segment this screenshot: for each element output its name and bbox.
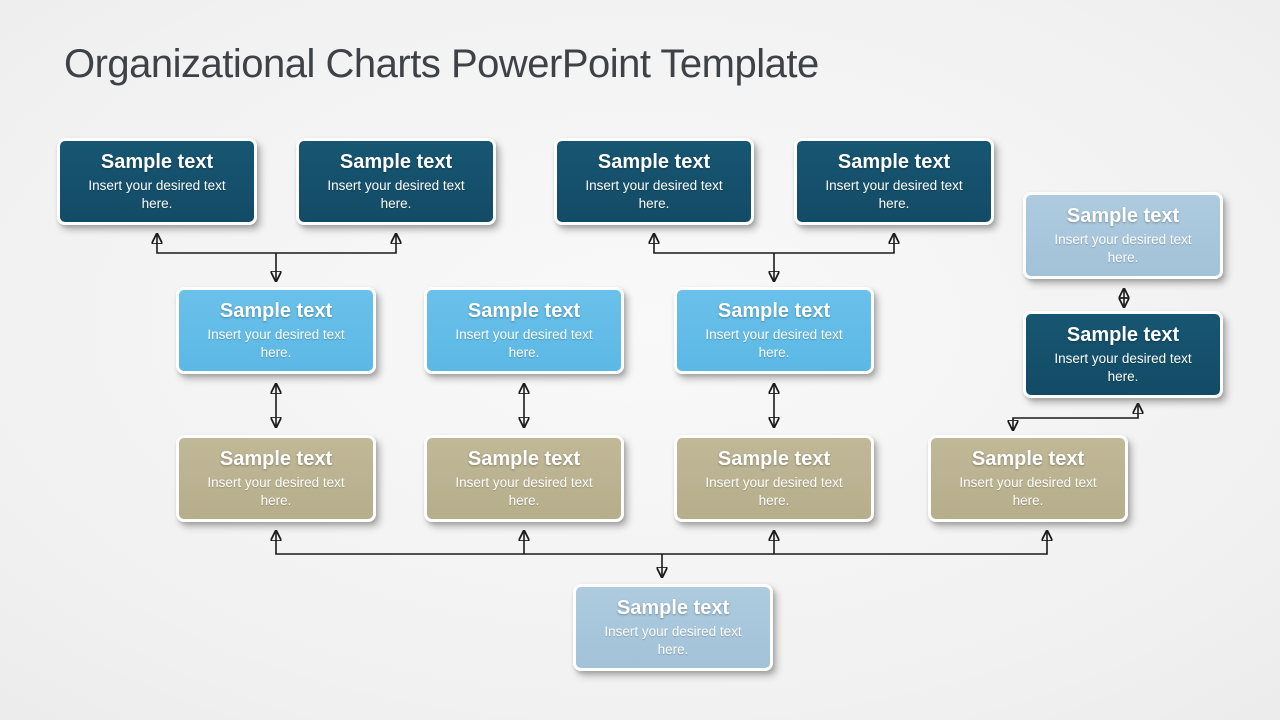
node-body: Insert your desired text here.	[1054, 231, 1192, 265]
node-heading: Sample text	[339, 150, 453, 173]
node-body: Insert your desired text here.	[705, 474, 843, 508]
org-node-low-2: Sample text Insert your desired text her…	[424, 435, 624, 522]
org-node-mid-3: Sample text Insert your desired text her…	[674, 287, 874, 374]
node-body: Insert your desired text here.	[604, 623, 742, 657]
node-body: Insert your desired text here.	[88, 177, 226, 211]
node-heading: Sample text	[219, 299, 333, 322]
org-node-right-upper: Sample text Insert your desired text her…	[1023, 192, 1223, 279]
org-node-bottom-1: Sample text Insert your desired text her…	[573, 584, 773, 671]
node-heading: Sample text	[616, 596, 730, 619]
org-node-right-lower: Sample text Insert your desired text her…	[1023, 311, 1223, 398]
node-heading: Sample text	[837, 150, 951, 173]
node-body: Insert your desired text here.	[1054, 350, 1192, 384]
node-body: Insert your desired text here.	[455, 326, 593, 360]
connector-top-right-bracket	[654, 234, 894, 254]
org-node-low-4: Sample text Insert your desired text her…	[928, 435, 1128, 522]
org-node-top-1: Sample text Insert your desired text her…	[57, 138, 257, 225]
node-body: Insert your desired text here.	[585, 177, 723, 211]
node-heading: Sample text	[1066, 204, 1180, 227]
node-body: Insert your desired text here.	[825, 177, 963, 211]
org-node-top-2: Sample text Insert your desired text her…	[296, 138, 496, 225]
node-heading: Sample text	[1066, 323, 1180, 346]
node-heading: Sample text	[597, 150, 711, 173]
node-body: Insert your desired text here.	[207, 474, 345, 508]
slide-title: Organizational Charts PowerPoint Templat…	[64, 42, 819, 86]
org-node-top-4: Sample text Insert your desired text her…	[794, 138, 994, 225]
node-heading: Sample text	[717, 447, 831, 470]
node-body: Insert your desired text here.	[327, 177, 465, 211]
node-heading: Sample text	[971, 447, 1085, 470]
connector-right-elbow	[1013, 404, 1138, 430]
node-heading: Sample text	[100, 150, 214, 173]
node-body: Insert your desired text here.	[455, 474, 593, 508]
org-node-mid-2: Sample text Insert your desired text her…	[424, 287, 624, 374]
node-body: Insert your desired text here.	[207, 326, 345, 360]
org-node-mid-1: Sample text Insert your desired text her…	[176, 287, 376, 374]
org-node-top-3: Sample text Insert your desired text her…	[554, 138, 754, 225]
node-heading: Sample text	[219, 447, 333, 470]
connector-bottom-bus	[276, 531, 1047, 555]
node-heading: Sample text	[717, 299, 831, 322]
connector-top-left-bracket	[157, 234, 396, 254]
node-body: Insert your desired text here.	[959, 474, 1097, 508]
node-heading: Sample text	[467, 447, 581, 470]
node-body: Insert your desired text here.	[705, 326, 843, 360]
org-node-low-3: Sample text Insert your desired text her…	[674, 435, 874, 522]
node-heading: Sample text	[467, 299, 581, 322]
org-node-low-1: Sample text Insert your desired text her…	[176, 435, 376, 522]
